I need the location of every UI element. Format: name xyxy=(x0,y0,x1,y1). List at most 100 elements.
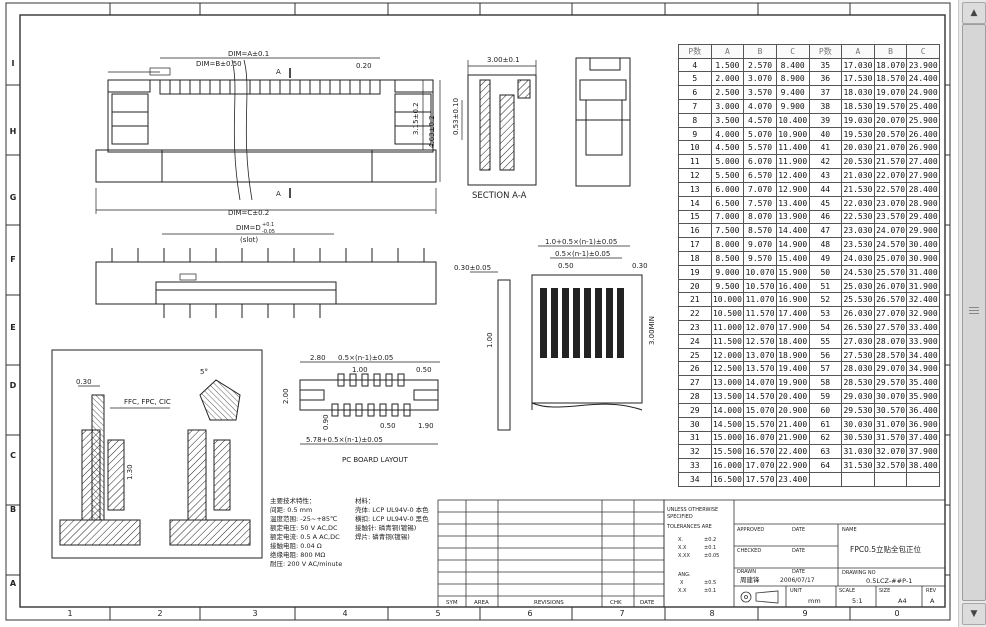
table-cell: 16.570 xyxy=(743,444,777,460)
table-cell: 28.070 xyxy=(873,333,908,349)
table-cell: 38.400 xyxy=(906,458,940,473)
table-cell: 10.500 xyxy=(710,306,745,322)
table-cell: 3.000 xyxy=(710,99,745,114)
dim-315-label: 3.15±0.2 xyxy=(412,102,420,135)
table-cell: 18.900 xyxy=(775,347,810,363)
scale-label: SCALE xyxy=(839,588,855,594)
table-cell: 23.400 xyxy=(775,471,810,488)
rev-value: A xyxy=(930,597,935,605)
table-cell: 5 xyxy=(678,71,712,87)
table-cell: 62 xyxy=(808,430,843,446)
table-cell: 38 xyxy=(808,99,843,114)
vertical-scrollbar[interactable]: ▲ ▼ xyxy=(958,0,986,627)
table-cell: 14.500 xyxy=(710,416,745,432)
table-cell: 18 xyxy=(678,250,712,266)
col-number: 8 xyxy=(709,609,714,618)
table-cell: 26.900 xyxy=(906,140,940,156)
table-cell: 19.530 xyxy=(841,126,875,142)
table-cell: 17 xyxy=(678,237,712,252)
dim-pitch-label: 0.5×(n-1)±0.05 xyxy=(555,250,610,258)
table-cell: 35.900 xyxy=(906,389,940,404)
table-cell: 48 xyxy=(808,237,843,252)
table-cell: 57 xyxy=(808,361,843,377)
table-cell: 11 xyxy=(678,154,712,170)
table-cell: 7.000 xyxy=(710,209,745,225)
table-cell: 23.530 xyxy=(841,237,875,252)
spec-item: 绝缘电阻: 800 MΩ xyxy=(270,550,325,559)
scroll-up-button[interactable]: ▲ xyxy=(962,2,986,24)
table-cell: 31.900 xyxy=(906,278,940,294)
table-cell: 4.500 xyxy=(710,140,745,156)
table-cell: 13 xyxy=(678,181,712,197)
table-cell: 15.070 xyxy=(743,402,777,418)
table-cell: 11.000 xyxy=(710,320,745,335)
tol-xx-value: ±0.1 xyxy=(704,545,716,551)
drawn-label: DRAWN xyxy=(737,569,756,575)
specs-title: 主要技术特性： xyxy=(270,496,316,505)
table-cell: 20.530 xyxy=(841,154,875,170)
table-cell: 37 xyxy=(808,85,843,101)
table-cell: 40 xyxy=(808,126,843,142)
table-cell: 47 xyxy=(808,223,843,239)
row-letter: G xyxy=(10,193,17,202)
table-cell: 23.570 xyxy=(873,209,908,225)
row-letter: B xyxy=(10,505,16,514)
table-cell: 12.500 xyxy=(710,361,745,377)
scroll-down-button[interactable]: ▼ xyxy=(962,603,986,625)
header-cell: A xyxy=(710,44,745,59)
table-cell: 27.030 xyxy=(841,333,875,349)
spec-item: 间距: 0.5 mm xyxy=(270,506,312,514)
table-cell: 25.530 xyxy=(841,292,875,308)
table-cell: 24.530 xyxy=(841,264,875,280)
table-cell: 16.070 xyxy=(743,430,777,446)
table-cell: 41 xyxy=(808,140,843,156)
table-cell: 17.530 xyxy=(841,71,875,87)
table-cell: 35.400 xyxy=(906,375,940,391)
table-cell: 23.070 xyxy=(873,195,908,211)
table-cell: 16.400 xyxy=(775,278,810,294)
detail-view xyxy=(51,349,263,559)
table-cell: 30.570 xyxy=(873,402,908,418)
table-cell: 52 xyxy=(808,292,843,308)
name-label: NAME xyxy=(842,527,857,533)
table-cell: 55 xyxy=(808,333,843,349)
table-cell: 4.070 xyxy=(743,99,777,114)
table-cell: 26.030 xyxy=(841,306,875,322)
table-cell: 24.900 xyxy=(906,85,940,101)
table-cell: 27.900 xyxy=(906,168,940,183)
table-cell: 8.500 xyxy=(710,250,745,266)
material-item: 壳体: LCP UL94V-0 本色 xyxy=(355,505,429,514)
table-cell: 16 xyxy=(678,223,712,239)
table-cell: 34 xyxy=(678,471,712,488)
section-marker-top: A xyxy=(276,68,281,76)
materials-block: 材料： 壳体: LCP UL94V-0 本色 横扣: LCP UL94V-0 黑… xyxy=(355,496,429,541)
table-cell: 17.070 xyxy=(743,458,777,473)
table-cell: 16.500 xyxy=(710,471,745,488)
rev-sym-label: SYM xyxy=(446,600,458,606)
table-cell: 13.900 xyxy=(775,209,810,225)
table-cell: 25.900 xyxy=(906,112,940,128)
table-cell: 28.400 xyxy=(906,181,940,197)
table-cell: 8.900 xyxy=(775,71,810,87)
table-cell: 23.030 xyxy=(841,223,875,239)
ang-x-label: X xyxy=(680,580,684,586)
rev-chk-label: CHK xyxy=(610,600,622,606)
approved-label: APPROVED xyxy=(737,527,764,533)
table-cell: 14.000 xyxy=(710,402,745,418)
tol-lower-label: -0.05 xyxy=(262,229,275,235)
table-cell: 28.570 xyxy=(873,347,908,363)
table-cell: 11.570 xyxy=(743,306,777,322)
row-letter: A xyxy=(10,579,17,588)
table-cell: 10.000 xyxy=(710,292,745,308)
table-cell: 32.400 xyxy=(906,292,940,308)
tol-xxx-label: X.XX xyxy=(678,553,690,559)
table-cell: 15 xyxy=(678,209,712,225)
drawn-name: 周建锋 xyxy=(740,575,760,584)
scroll-thumb[interactable] xyxy=(962,24,986,601)
